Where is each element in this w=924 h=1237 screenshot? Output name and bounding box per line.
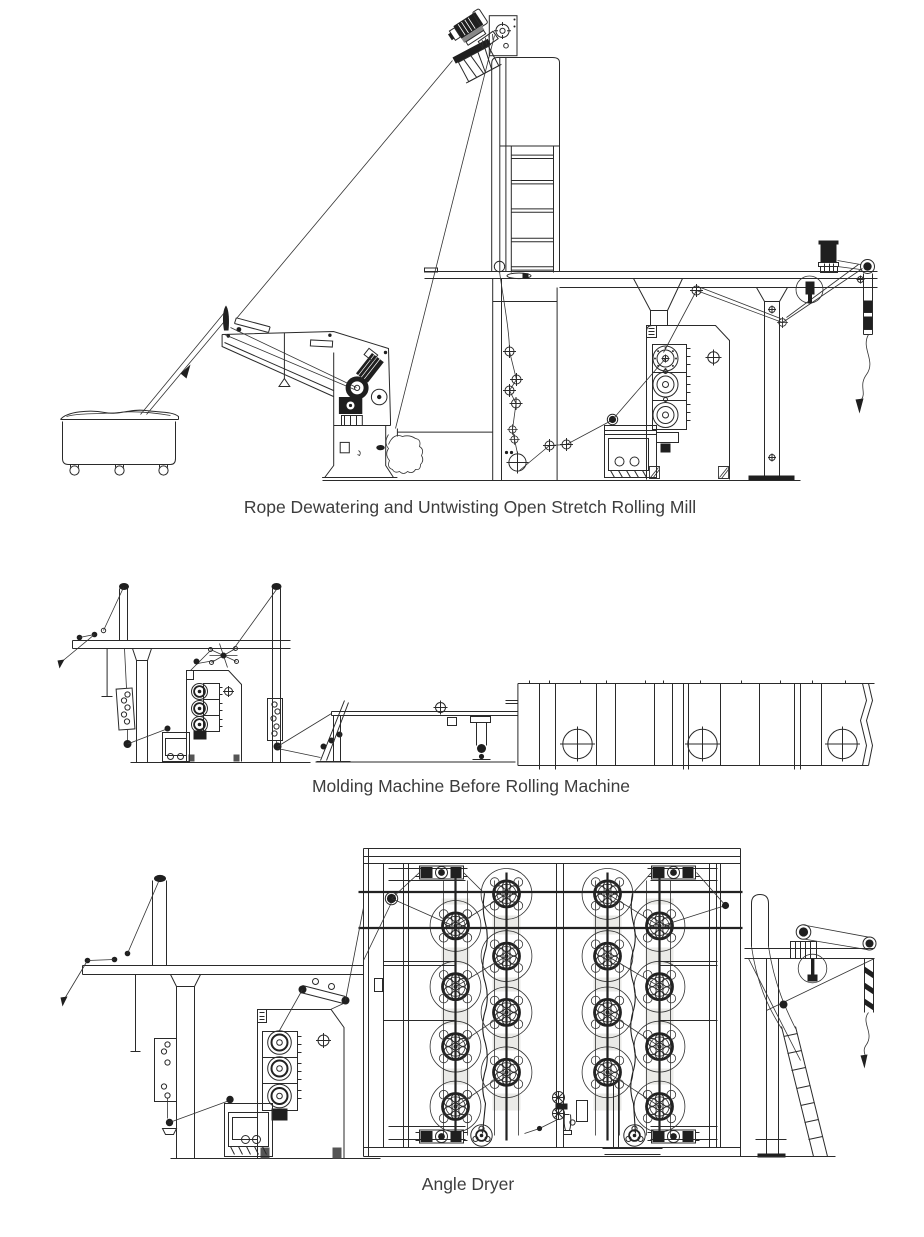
svg-text:Angle Dryer: Angle Dryer — [422, 1174, 515, 1194]
svg-text:Molding Machine Before Rolling: Molding Machine Before Rolling Machine — [312, 776, 630, 796]
svg-text:Rope Dewatering and Untwisting: Rope Dewatering and Untwisting Open Stre… — [244, 497, 696, 517]
